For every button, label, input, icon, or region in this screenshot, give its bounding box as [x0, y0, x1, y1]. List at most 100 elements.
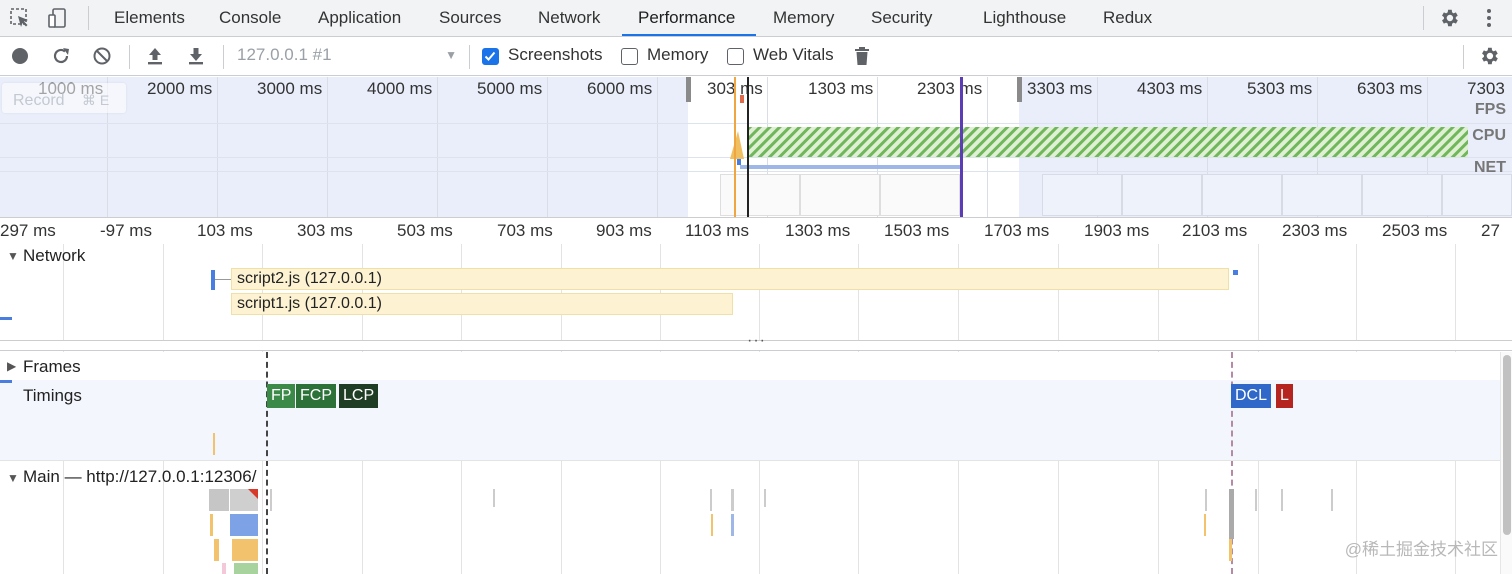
request-bar-script2[interactable]: script2.js (127.0.0.1) — [231, 268, 1229, 290]
flame-task[interactable] — [731, 489, 734, 511]
track-separator — [0, 123, 1512, 124]
record-icon[interactable] — [9, 45, 31, 67]
flame-script[interactable] — [1229, 539, 1232, 561]
screenshot-thumbnail[interactable] — [1282, 174, 1362, 216]
screenshot-thumbnail[interactable] — [1202, 174, 1282, 216]
flame-script[interactable] — [214, 539, 219, 561]
request-bar-script1[interactable]: script1.js (127.0.0.1) — [231, 293, 733, 315]
overview-tick: 6000 ms — [587, 79, 653, 98]
screenshot-thumbnail[interactable] — [1122, 174, 1202, 216]
screenshot-thumbnail[interactable] — [720, 174, 800, 216]
frames-section-title[interactable]: Frames — [23, 357, 81, 376]
flame-script[interactable] — [711, 514, 713, 536]
panel-splitter[interactable]: ··· — [0, 332, 1512, 351]
long-task-warning-icon — [248, 489, 258, 499]
flame-task[interactable] — [1331, 489, 1333, 511]
timings-section-title[interactable]: Timings — [23, 386, 82, 405]
inspect-element-icon[interactable] — [9, 7, 31, 29]
ruler-tick: 2503 ms — [1382, 221, 1448, 240]
timing-marker-lcp[interactable]: LCP — [339, 384, 379, 408]
screenshot-thumbnail[interactable] — [1362, 174, 1442, 216]
device-toolbar-icon[interactable] — [47, 7, 69, 29]
tab-memory[interactable]: Memory — [773, 8, 835, 27]
flame-task[interactable] — [1255, 489, 1257, 511]
memory-checkbox[interactable] — [621, 48, 638, 65]
flame-task-long[interactable] — [230, 489, 258, 511]
vertical-scrollbar[interactable] — [1500, 352, 1512, 574]
capture-settings-gear-icon[interactable] — [1478, 45, 1500, 67]
network-overflow-marker — [0, 317, 12, 320]
ruler-tick: 1903 ms — [1084, 221, 1150, 240]
expand-main-icon[interactable]: ▼ — [7, 471, 19, 485]
tab-application[interactable]: Application — [318, 8, 402, 27]
flame-paint[interactable] — [234, 563, 258, 574]
upload-profile-icon[interactable] — [144, 45, 166, 67]
memory-label: Memory — [647, 45, 709, 64]
flame-task[interactable] — [710, 489, 712, 511]
screenshot-thumbnail[interactable] — [1042, 174, 1122, 216]
ruler-tick: 2103 ms — [1182, 221, 1248, 240]
overview-marker-line — [747, 77, 749, 217]
tab-sources[interactable]: Sources — [439, 8, 502, 27]
reload-record-icon[interactable] — [50, 45, 72, 67]
network-section-title[interactable]: Network — [23, 246, 86, 265]
tab-redux[interactable]: Redux — [1103, 8, 1153, 27]
screenshot-thumbnail[interactable] — [880, 174, 960, 216]
tab-bar-divider — [1423, 6, 1424, 30]
flame-evaluate-script[interactable] — [232, 539, 258, 561]
record-tooltip: Record ⌘ E — [2, 83, 126, 113]
screenshots-checkbox[interactable] — [482, 48, 499, 65]
timing-marker-l[interactable]: L — [1276, 384, 1293, 408]
flame-task[interactable] — [493, 489, 495, 507]
flame-script[interactable] — [210, 514, 213, 536]
toolbar-divider — [469, 45, 470, 69]
flame-task[interactable] — [764, 489, 766, 507]
clear-icon[interactable] — [91, 45, 113, 67]
tab-elements[interactable]: Elements — [114, 8, 185, 27]
selection-left-handle[interactable] — [686, 77, 691, 102]
tab-lighthouse[interactable]: Lighthouse — [983, 8, 1067, 27]
screenshot-thumbnail[interactable] — [800, 174, 880, 216]
flame-script[interactable] — [731, 514, 734, 536]
flame-layout[interactable] — [222, 563, 226, 574]
flame-task[interactable] — [1281, 489, 1283, 511]
flame-script[interactable] — [1204, 514, 1206, 536]
tab-network[interactable]: Network — [538, 8, 601, 27]
download-profile-icon[interactable] — [185, 45, 207, 67]
timing-marker-fcp[interactable]: FCP — [296, 384, 336, 408]
ruler-tick: 1103 ms — [685, 221, 749, 240]
flame-parse-html[interactable] — [230, 514, 258, 536]
track-separator — [0, 157, 1512, 158]
overview-tick: 1303 ms — [808, 79, 874, 98]
flame-task[interactable] — [1229, 489, 1234, 539]
profile-select[interactable]: 127.0.0.1 #1 ▼ — [237, 45, 461, 69]
more-options-icon[interactable] — [1478, 7, 1500, 29]
network-track: ▼ Network script2.js (127.0.0.1) script1… — [0, 244, 1512, 340]
web-vitals-checkbox[interactable] — [727, 48, 744, 65]
trash-icon[interactable] — [851, 45, 873, 67]
flame-task[interactable] — [1205, 489, 1207, 511]
overview-tick: 7303 — [1467, 79, 1505, 98]
overview-tick: 3303 ms — [1027, 79, 1093, 98]
overview-tick: 4303 ms — [1137, 79, 1203, 98]
timing-marker-fp[interactable]: FP — [267, 384, 296, 408]
overview-tick: 2303 ms — [917, 79, 983, 98]
expand-network-icon[interactable]: ▼ — [7, 249, 19, 263]
overview-marker — [740, 95, 744, 103]
expand-frames-icon[interactable]: ▶ — [7, 359, 17, 373]
cpu-scripting-spike — [730, 131, 744, 159]
profile-select-value: 127.0.0.1 #1 — [237, 45, 332, 64]
settings-gear-icon[interactable] — [1438, 7, 1460, 29]
ruler-tick: 103 ms — [197, 221, 253, 240]
timing-marker-dcl[interactable]: DCL — [1231, 384, 1272, 408]
timeline-overview[interactable]: 1000 ms 2000 ms 3000 ms 4000 ms 5000 ms … — [0, 77, 1512, 218]
scrollbar-thumb[interactable] — [1503, 355, 1511, 535]
main-thread-title[interactable]: Main — http://127.0.0.1:12306/ — [23, 467, 257, 486]
flame-task[interactable] — [209, 489, 229, 511]
flame-task[interactable] — [270, 489, 272, 511]
tab-console[interactable]: Console — [219, 8, 282, 27]
screenshot-thumbnail[interactable] — [1442, 174, 1512, 216]
tab-security[interactable]: Security — [871, 8, 933, 27]
selection-right-handle[interactable] — [1017, 77, 1022, 102]
tab-performance[interactable]: Performance — [622, 0, 756, 36]
